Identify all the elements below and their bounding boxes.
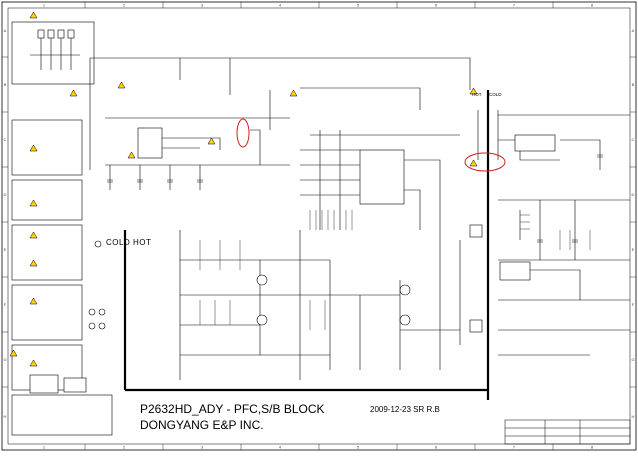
row-ref-label: G: [3, 357, 6, 362]
hot-label: HOT: [472, 92, 482, 97]
caution-triangle-icon: [29, 231, 38, 239]
drawing-title: P2632HD_ADY - PFC,S/B BLOCK: [140, 402, 325, 416]
row-ref-label: D: [632, 192, 635, 197]
dual-diode: [514, 134, 556, 152]
left-blocks: [11, 21, 113, 436]
standby-ic: [359, 149, 405, 205]
main-wiring: [29, 57, 630, 400]
row-ref-label: E: [632, 247, 635, 252]
capacitors: [107, 154, 603, 243]
input-connector-block: [11, 21, 95, 85]
caution-triangle-icon: [469, 87, 478, 95]
caution-triangle-icon: [9, 349, 18, 357]
caution-triangle-icon: [29, 11, 38, 19]
caution-triangle-icon: [289, 89, 298, 97]
pfc-ic: [137, 127, 163, 159]
column-ref-label: 1: [43, 445, 46, 450]
column-ref-label: 4: [279, 3, 282, 8]
column-ref-label: 2: [123, 3, 126, 8]
row-ref-label: H: [4, 414, 7, 419]
company-name: DONGYANG E&P INC.: [140, 418, 264, 432]
row-ref-label: H: [632, 414, 635, 419]
column-ref-label: 1: [43, 3, 46, 8]
column-ref-label: 7: [513, 3, 516, 8]
column-ref-label: 4: [279, 445, 282, 450]
row-ref-label: G: [631, 357, 634, 362]
line-filter-block: [11, 119, 83, 176]
row-ref-label: F: [632, 302, 635, 307]
row-ref-label: A: [4, 28, 7, 33]
column-ref-label: 2: [123, 445, 126, 450]
caution-triangle-icon: [469, 159, 478, 167]
column-ref-label: 3: [201, 445, 204, 450]
cold-hot-label: COLD HOT: [106, 238, 152, 247]
caution-triangle-icon: [29, 259, 38, 267]
inner-frame: [7, 7, 631, 445]
column-ref-label: 3: [201, 3, 204, 8]
column-ref-label: 8: [591, 445, 594, 450]
row-ref-label: D: [4, 192, 7, 197]
revision-block: [504, 419, 631, 445]
drawing-date: 2009-12-23 SR R.B: [370, 405, 440, 414]
cold-label: COLD: [489, 92, 502, 97]
caution-triangle-icon: [29, 199, 38, 207]
row-ref-label: F: [4, 302, 7, 307]
caution-triangle-icon: [29, 297, 38, 305]
caution-triangle-icon: [207, 137, 216, 145]
column-ref-label: 5: [357, 3, 360, 8]
secondary-regulator: [499, 261, 531, 281]
component-clusters: [199, 210, 591, 330]
caution-triangle-icon: [127, 151, 136, 159]
column-ref-label: 6: [435, 3, 438, 8]
highlight-circle-transformer: [464, 152, 506, 172]
column-ref-label: 8: [591, 3, 594, 8]
zone-ticks: [2, 2, 636, 450]
row-ref-label: A: [632, 28, 635, 33]
caution-triangle-icon: [29, 144, 38, 152]
input-connector: [30, 29, 80, 70]
column-ref-label: 5: [357, 445, 360, 450]
row-ref-label: C: [632, 137, 635, 142]
row-ref-label: B: [4, 82, 7, 87]
caution-triangle-icon: [69, 89, 78, 97]
column-ref-label: 6: [435, 445, 438, 450]
highlight-circle-pfc: [236, 118, 250, 148]
column-ref-label: 7: [513, 445, 516, 450]
caution-triangle-icon: [117, 81, 126, 89]
title-block: P2632HD_ADY - PFC,S/B BLOCK DONGYANG E&P…: [140, 400, 500, 444]
row-ref-label: B: [632, 82, 635, 87]
caution-triangle-icons: [9, 11, 478, 367]
caution-triangle-icon: [29, 359, 38, 367]
row-ref-label: E: [4, 247, 7, 252]
row-ref-label: C: [4, 137, 7, 142]
